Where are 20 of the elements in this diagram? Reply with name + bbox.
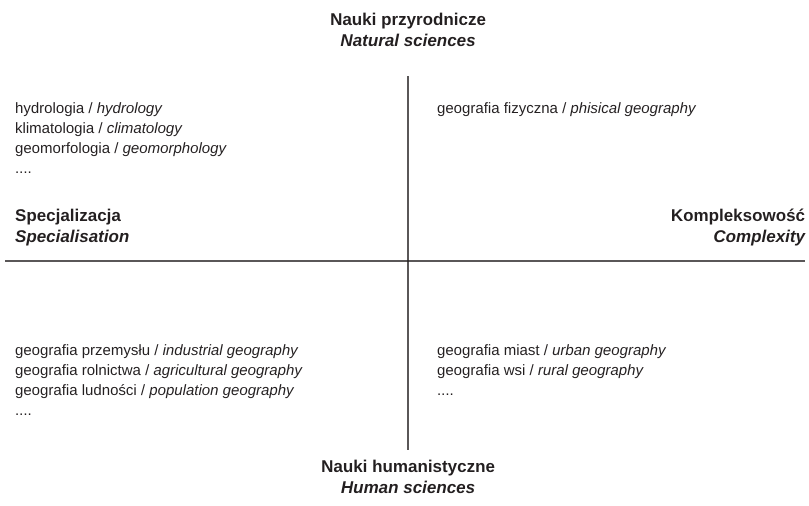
list-item: geografia ludności / population geography — [15, 382, 294, 400]
list-item: hydrologia / hydrology — [15, 100, 162, 118]
axis-label: Complexity — [713, 227, 805, 247]
ellipsis: .... — [15, 160, 32, 178]
axis-label: Human sciences — [340, 478, 476, 498]
axis-label: Specialisation — [15, 227, 130, 247]
list-item: geografia miast / urban geography — [437, 342, 666, 360]
axis-label: Nauki przyrodnicze — [330, 10, 486, 30]
axis-label: Nauki humanistyczne — [321, 457, 495, 477]
list-item: geografia fizyczna / phisical geography — [437, 100, 696, 118]
list-item: geografia rolnictwa / agricultural geography — [15, 362, 302, 380]
list-item: geografia przemysłu / industrial geography — [15, 342, 298, 360]
axis-label: Kompleksowość — [670, 206, 805, 226]
list-item: geomorfologia / geomorphology — [15, 140, 226, 158]
list-item: klimatologia / climatology — [15, 120, 182, 138]
axis-label: Natural sciences — [340, 31, 476, 51]
axis-label: Specjalizacja — [15, 206, 121, 226]
list-item: geografia wsi / rural geography — [437, 362, 643, 380]
ellipsis: .... — [15, 402, 32, 420]
ellipsis: .... — [437, 382, 454, 400]
